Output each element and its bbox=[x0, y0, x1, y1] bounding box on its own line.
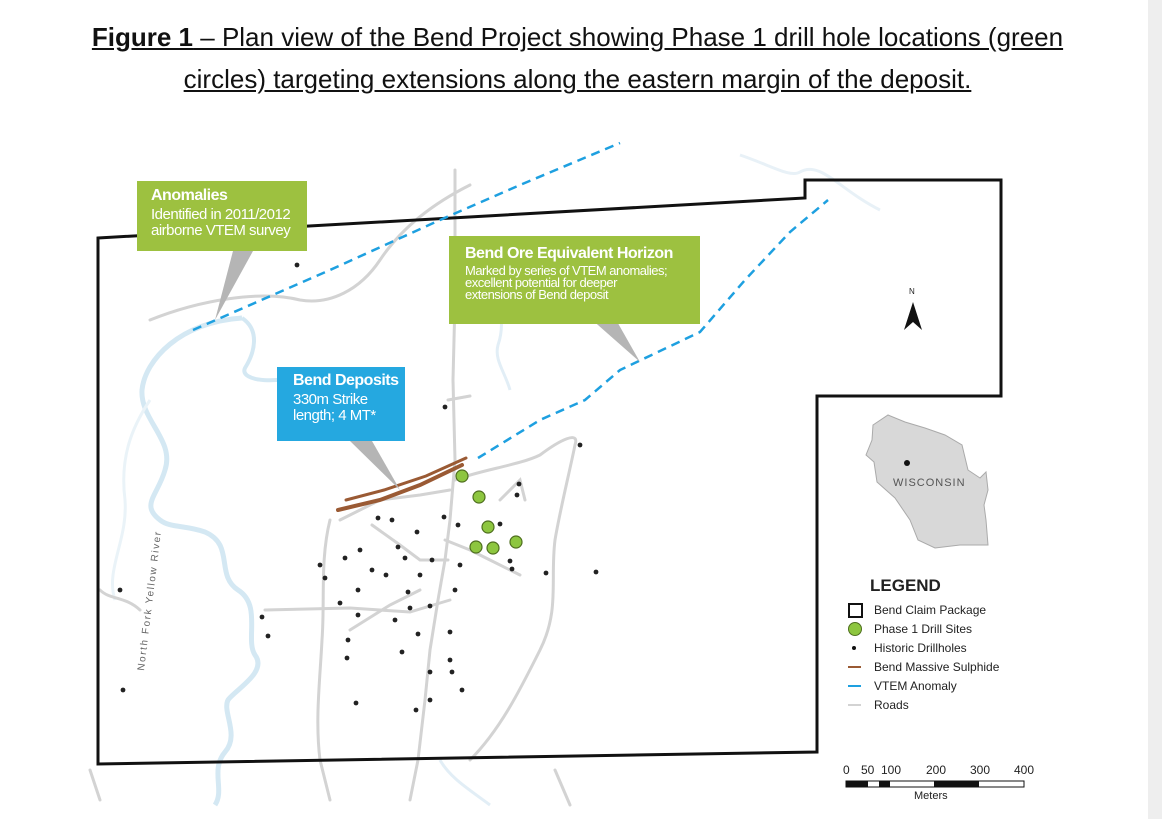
project-location-dot bbox=[904, 460, 910, 466]
north-arrow-icon bbox=[904, 302, 922, 330]
legend-label: Roads bbox=[874, 698, 909, 712]
anomalies-title: Anomalies bbox=[151, 187, 228, 204]
green-circle-icon bbox=[846, 620, 864, 638]
stream-ne bbox=[739, 153, 881, 212]
claim-boundary bbox=[96, 178, 1003, 766]
legend-item-historic: Historic Drillholes bbox=[846, 639, 967, 657]
bend-massive-sulphide bbox=[336, 456, 468, 512]
legend-title: LEGEND bbox=[870, 576, 941, 595]
deposits-callout: Bend Deposits 330m Strike length; 4 MT* bbox=[277, 367, 405, 441]
scale-tick-label: 0 bbox=[843, 763, 850, 777]
anomalies-line-1: Identified in 2011/2012 bbox=[151, 205, 291, 223]
scale-tick-label: 300 bbox=[970, 763, 991, 777]
figure-label: Figure 1 bbox=[91, 22, 194, 52]
legend-item-vtem: VTEM Anomaly bbox=[846, 677, 957, 695]
vtem-anomalies bbox=[192, 141, 829, 460]
scale-tick-label: 400 bbox=[1014, 763, 1035, 777]
square-outline-icon bbox=[846, 601, 864, 619]
anomalies-callout: Anomalies Identified in 2011/2012 airbor… bbox=[137, 181, 307, 251]
horizon-line-1: Marked by series of VTEM anomalies; bbox=[465, 262, 668, 278]
page-scrollbar-track bbox=[1148, 0, 1162, 819]
caption-line-1: – Plan view of the Bend Project showing … bbox=[193, 22, 1064, 52]
scale-tick-label: 50 bbox=[861, 763, 875, 777]
scale-tick-label: 200 bbox=[926, 763, 947, 777]
north-label: N bbox=[909, 287, 915, 296]
caption-line-2: circles) targeting extensions along the … bbox=[183, 64, 972, 94]
legend-label: Phase 1 Drill Sites bbox=[874, 622, 973, 636]
horizon-callout: Bend Ore Equivalent Horizon Marked by se… bbox=[449, 236, 700, 324]
scale-units: Meters bbox=[914, 790, 948, 802]
phase1-drill-sites bbox=[455, 469, 523, 555]
legend-item-claim: Bend Claim Package bbox=[846, 601, 986, 619]
legend-label: Bend Claim Package bbox=[874, 603, 987, 617]
legend-label: Historic Drillholes bbox=[874, 641, 967, 655]
legend-item-sulphide: Bend Massive Sulphide bbox=[846, 658, 999, 676]
horizon-title: Bend Ore Equivalent Horizon bbox=[465, 245, 673, 262]
horizon-line-2: excellent potential for deeper bbox=[465, 275, 617, 291]
legend-item-roads: Roads bbox=[846, 696, 909, 714]
creek-south bbox=[438, 759, 491, 807]
wisconsin-inset bbox=[865, 414, 989, 549]
horizon-line-3: extensions of Bend deposit bbox=[465, 287, 609, 303]
scale-bar bbox=[845, 780, 1025, 788]
deposits-title: Bend Deposits bbox=[293, 372, 399, 389]
legend-label: VTEM Anomaly bbox=[874, 679, 957, 693]
historic-drillholes bbox=[117, 262, 599, 713]
black-dot-icon bbox=[846, 639, 864, 657]
scale-tick-label: 100 bbox=[881, 763, 902, 777]
river-west bbox=[110, 399, 152, 601]
deposits-line-2: length; 4 MT* bbox=[293, 406, 376, 424]
legend-item-drill-sites: Phase 1 Drill Sites bbox=[846, 620, 972, 638]
legend-label: Bend Massive Sulphide bbox=[874, 660, 1000, 674]
callout-pointers bbox=[215, 251, 640, 490]
state-label: WISCONSIN bbox=[893, 477, 966, 489]
figure-caption: Figure 1 – Plan view of the Bend Project… bbox=[40, 16, 1115, 100]
deposits-line-1: 330m Strike bbox=[293, 390, 368, 408]
blue-dash-icon bbox=[846, 677, 864, 695]
grey-line-icon bbox=[846, 696, 864, 714]
anomalies-line-2: airborne VTEM survey bbox=[151, 221, 291, 239]
brown-line-icon bbox=[846, 658, 864, 676]
